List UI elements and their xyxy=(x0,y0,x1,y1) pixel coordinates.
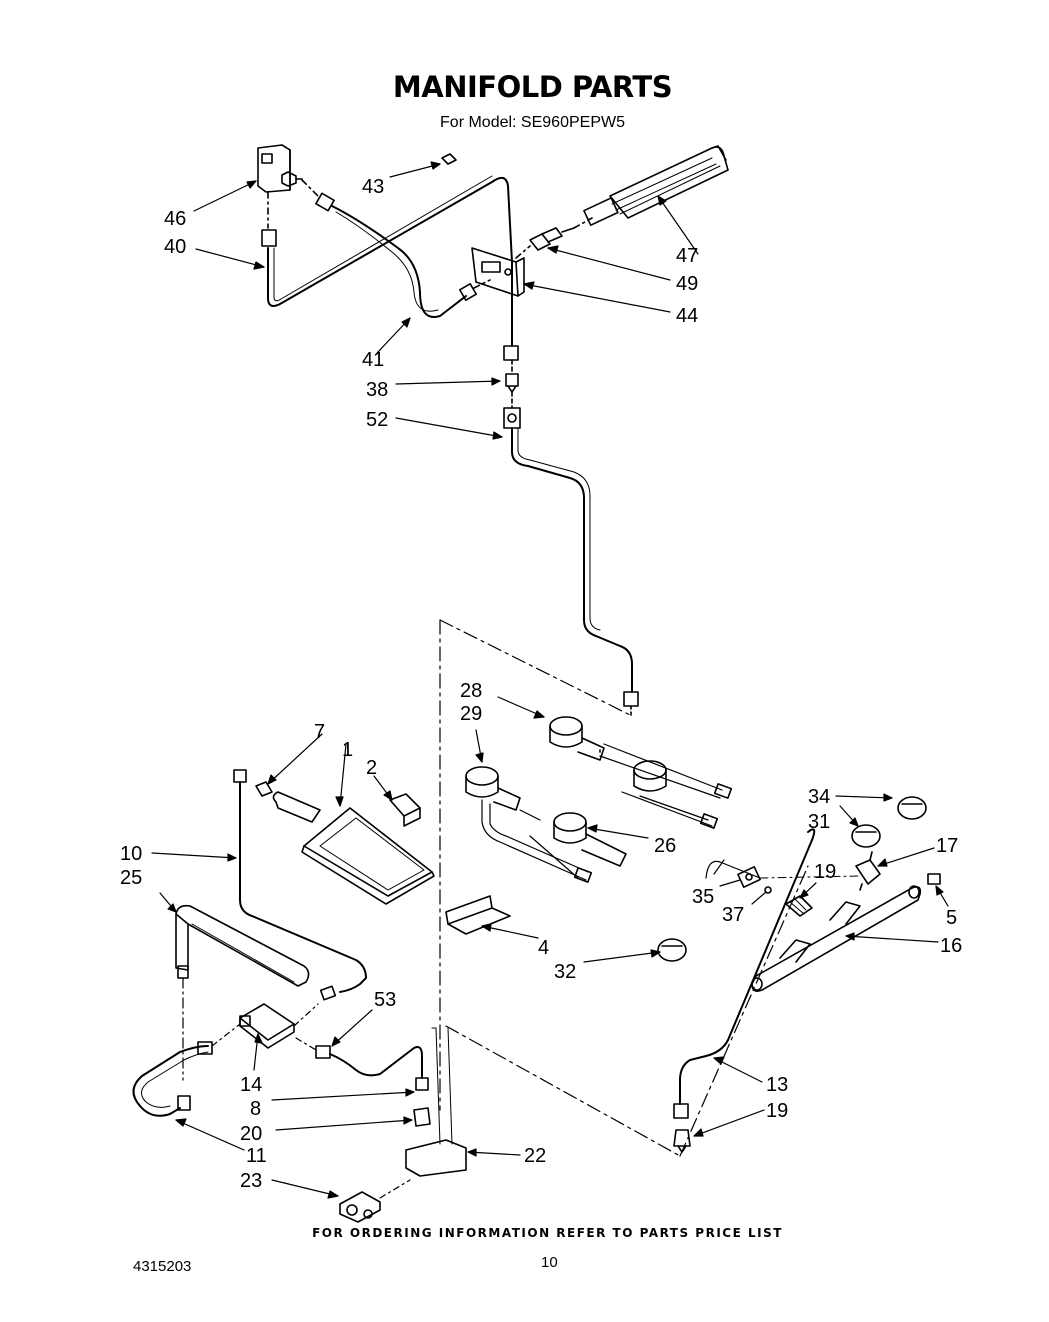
page-number: 10 xyxy=(541,1254,558,1271)
callout-10: 10 xyxy=(120,843,142,865)
callout-20: 20 xyxy=(240,1123,262,1145)
fitting-20 xyxy=(413,1107,431,1127)
callout-23: 23 xyxy=(240,1170,262,1192)
valve-17 xyxy=(855,851,881,891)
model-subtitle: For Model: SE960PEPW5 xyxy=(440,114,625,131)
callout-19-b: 19 xyxy=(766,1100,788,1122)
callout-8: 8 xyxy=(250,1098,261,1120)
callout-46: 46 xyxy=(164,208,186,230)
broil-burner-1 xyxy=(272,791,435,905)
knob-32 xyxy=(657,938,687,962)
callout-7: 7 xyxy=(314,721,325,743)
tube-11 xyxy=(132,1041,213,1117)
range-outline xyxy=(439,619,809,1157)
manifold-16 xyxy=(751,885,922,992)
bracket-44 xyxy=(471,247,525,297)
burner-tube-25 xyxy=(175,904,310,987)
callout-22: 22 xyxy=(524,1145,546,1167)
valve-14 xyxy=(239,1003,295,1049)
callout-14: 14 xyxy=(240,1074,262,1096)
leader-lines xyxy=(151,161,949,1199)
callout-2: 2 xyxy=(366,757,377,779)
callout-38: 38 xyxy=(366,379,388,401)
bracket-2 xyxy=(389,793,421,827)
part-37 xyxy=(764,886,772,894)
valve-46 xyxy=(257,144,303,193)
page-title: MANIFOLD PARTS xyxy=(392,70,673,104)
callout-17: 17 xyxy=(936,835,958,857)
callout-16: 16 xyxy=(940,935,962,957)
regulator-23 xyxy=(339,1179,411,1223)
bracket-22 xyxy=(405,1027,467,1177)
tube-52 xyxy=(511,427,633,693)
burner-rear-right xyxy=(621,760,719,829)
callout-32: 32 xyxy=(554,961,576,983)
dash-49-44 xyxy=(515,245,531,259)
fitting-7 xyxy=(255,781,273,797)
fitting-38 xyxy=(505,373,519,393)
tube-40 xyxy=(267,176,513,307)
knob-34 xyxy=(897,796,927,820)
callout-labels: 46 40 43 47 49 44 41 38 52 28 29 7 1 2 3… xyxy=(120,176,962,1192)
tube-8 xyxy=(315,1045,429,1091)
burner-28 xyxy=(549,716,733,799)
burner-26 xyxy=(519,809,627,883)
callout-1: 1 xyxy=(342,739,353,761)
callout-34: 34 xyxy=(808,786,830,808)
fitting-49 xyxy=(529,227,575,251)
callout-25: 25 xyxy=(120,867,142,889)
document-number: 4315203 xyxy=(133,1258,192,1275)
callout-35: 35 xyxy=(692,886,714,908)
callout-28: 28 xyxy=(460,680,482,702)
callout-29: 29 xyxy=(460,703,482,725)
part-43 xyxy=(441,153,457,165)
callout-19-a: 19 xyxy=(814,861,836,883)
nut-40 xyxy=(261,229,277,247)
ordering-note: FOR ORDERING INFORMATION REFER TO PARTS … xyxy=(312,1226,783,1240)
callout-13: 13 xyxy=(766,1074,788,1096)
knob-31 xyxy=(851,824,881,848)
callout-47: 47 xyxy=(676,245,698,267)
tube-41 xyxy=(315,192,477,318)
callout-5: 5 xyxy=(946,907,957,929)
dash-41-44 xyxy=(473,279,491,289)
callout-43: 43 xyxy=(362,176,384,198)
callout-52: 52 xyxy=(366,409,388,431)
callout-4: 4 xyxy=(538,937,549,959)
callout-11: 11 xyxy=(246,1145,267,1167)
nut-52 xyxy=(503,407,521,429)
igniter-47 xyxy=(583,145,729,226)
bracket-4 xyxy=(445,895,511,935)
part-19-a xyxy=(785,895,813,917)
tube-10 xyxy=(233,769,367,1001)
dash-49-47 xyxy=(573,217,593,229)
callout-31: 31 xyxy=(808,811,830,833)
callout-37: 37 xyxy=(722,904,744,926)
tube-13 xyxy=(673,828,816,1119)
dash-46-tube xyxy=(301,179,319,197)
callout-49: 49 xyxy=(676,273,698,295)
callout-26: 26 xyxy=(654,835,676,857)
callout-40: 40 xyxy=(164,236,186,258)
callout-53: 53 xyxy=(374,989,396,1011)
fitting-19-b xyxy=(673,1129,691,1153)
orifice-5 xyxy=(927,873,941,885)
callout-44: 44 xyxy=(676,305,698,327)
callout-41: 41 xyxy=(362,349,384,371)
burner-29 xyxy=(465,766,589,881)
